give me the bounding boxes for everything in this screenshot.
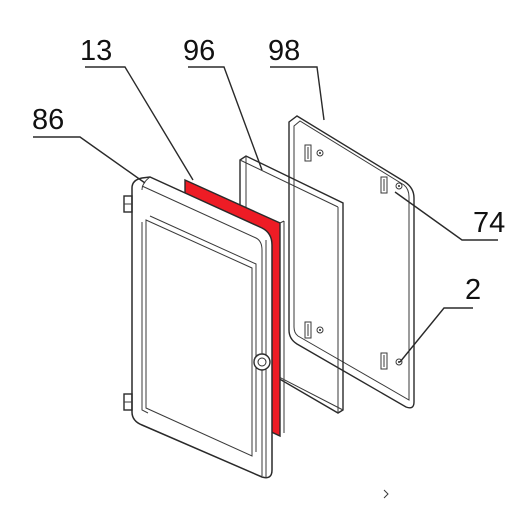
callout-98: 98 (268, 35, 300, 67)
callout-74: 74 (473, 207, 505, 239)
callout-86: 86 (32, 104, 64, 136)
door-frame-86 (123, 176, 273, 479)
leader-lines (33, 66, 498, 363)
hinge-bottom (123, 393, 133, 411)
stray-mark (383, 489, 389, 499)
leader-96 (188, 66, 263, 171)
leader-74 (394, 191, 498, 241)
leader-2 (399, 307, 473, 363)
plate-slot-top-left (304, 144, 324, 162)
door-handle-knob (253, 353, 271, 371)
plate-slot-bottom-left (304, 321, 324, 339)
callout-2: 2 (465, 274, 481, 306)
leader-98 (270, 66, 325, 121)
callout-13: 13 (80, 35, 112, 67)
back-plate-98 (288, 115, 415, 409)
plate-slot-bottom-right (380, 352, 403, 370)
door-window-opening (145, 219, 253, 457)
plate-slot-top-right (380, 176, 403, 194)
leader-86 (33, 136, 146, 184)
hinge-top (123, 195, 133, 213)
callout-96: 96 (183, 35, 215, 67)
leader-13 (85, 66, 194, 181)
